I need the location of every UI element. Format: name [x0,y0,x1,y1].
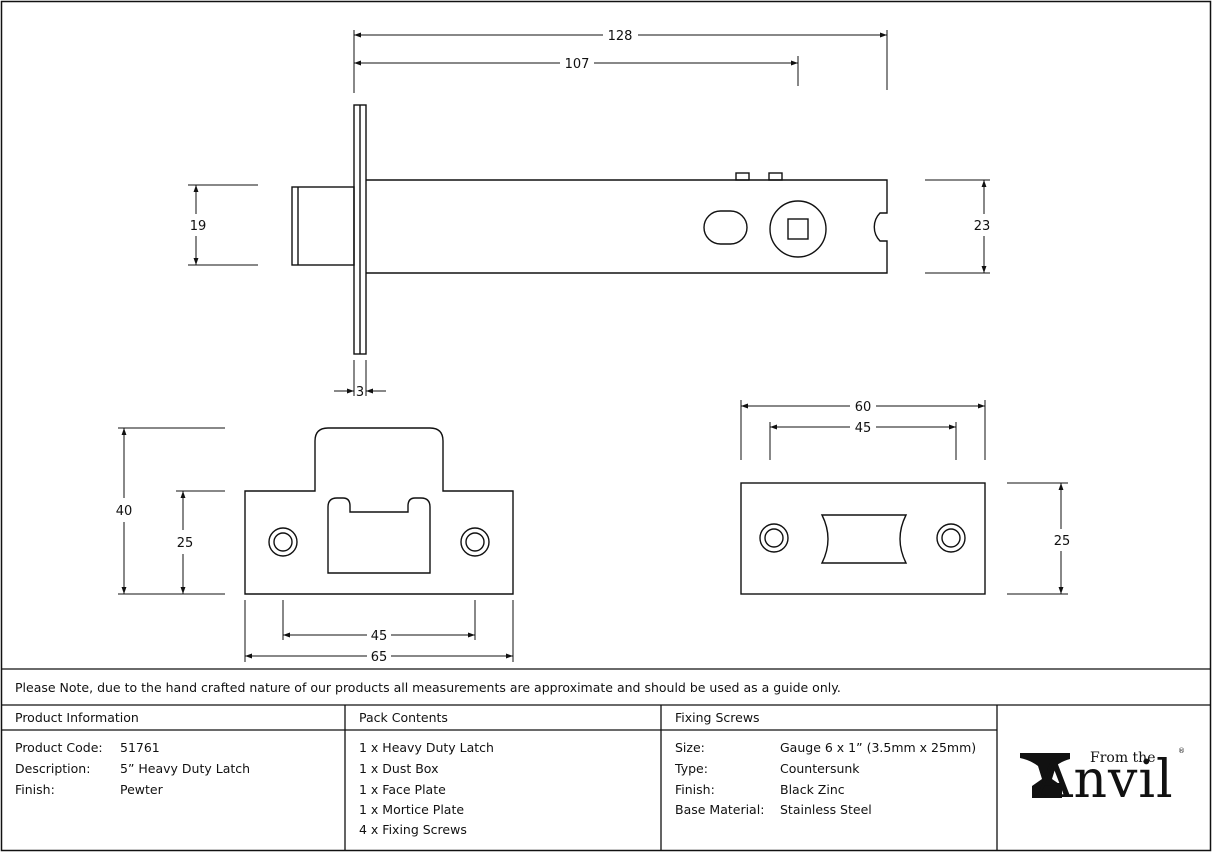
product-code-value: 51761 [120,740,160,755]
pack-item: 4 x Fixing Screws [359,822,467,837]
dim-latch-backset: 107 [565,57,590,72]
screw-hole [936,523,966,553]
strike-dimensions [118,427,514,662]
pack-item: 1 x Face Plate [359,782,446,797]
latch-bolt [291,186,355,266]
pack-item: 1 x Dust Box [359,761,439,776]
dim-strike-hole-centres: 45 [371,629,388,644]
product-information-heading: Product Information [15,710,139,725]
pack-item: 1 x Heavy Duty Latch [359,740,494,755]
dim-bolt-height: 19 [190,219,207,234]
finish-label: Finish: [15,782,55,797]
bolt-aperture [820,514,908,564]
screw-material-value: Stainless Steel [780,802,872,817]
product-code-label: Product Code: [15,740,103,755]
dim-strike-plate-height: 25 [177,536,194,551]
case-tab [768,172,783,181]
dim-strike-height: 40 [116,504,133,519]
dim-faceplate-height: 25 [1054,534,1071,549]
screw-hole [460,527,490,557]
screw-type-label: Type: [675,761,708,776]
follower-square [787,218,809,240]
screw-size-label: Size: [675,740,705,755]
anvil-icon [1020,753,1070,798]
dim-latch-overall: 128 [608,29,633,44]
slot-hole [703,210,748,245]
logo-small-text: From the [1090,750,1156,766]
screw-size-value: Gauge 6 x 1” (3.5mm x 25mm) [780,740,977,755]
measurement-note: Please Note, due to the hand crafted nat… [15,680,841,695]
screw-finish-value: Black Zinc [780,782,845,797]
screw-finish-label: Finish: [675,782,715,797]
dim-faceplate-thickness: 3 [356,385,364,400]
logo-registered-mark: ® [1178,747,1185,755]
strike-recess [327,497,431,574]
face-plate [740,482,986,595]
screw-material-label: Base Material: [675,802,765,817]
latch-case [366,179,888,274]
strike-outline [244,427,514,595]
description-label: Description: [15,761,91,776]
logo-wordmark: Anvil [1035,750,1174,810]
faceplate-outline [740,482,986,595]
pack-item: 1 x Mortice Plate [359,802,465,817]
dim-faceplate-hole-centres: 45 [855,421,872,436]
dim-strike-width: 65 [371,650,388,665]
screw-hole [268,527,298,557]
pack-contents-heading: Pack Contents [359,710,448,725]
finish-value: Pewter [120,782,163,797]
latch-side-view [291,104,888,355]
dim-case-height: 23 [974,219,991,234]
strike-plate [244,427,514,595]
screw-type-value: Countersunk [780,761,860,776]
screw-hole [759,523,789,553]
description-value: 5” Heavy Duty Latch [120,761,251,776]
case-tab [735,172,750,181]
info-table-grid [1,668,1211,851]
faceplate-dimensions [740,400,1068,595]
follower-boss [769,200,827,258]
fixing-screws-heading: Fixing Screws [675,710,760,725]
dim-faceplate-width: 60 [855,400,872,415]
latch-dimensions [188,30,990,396]
